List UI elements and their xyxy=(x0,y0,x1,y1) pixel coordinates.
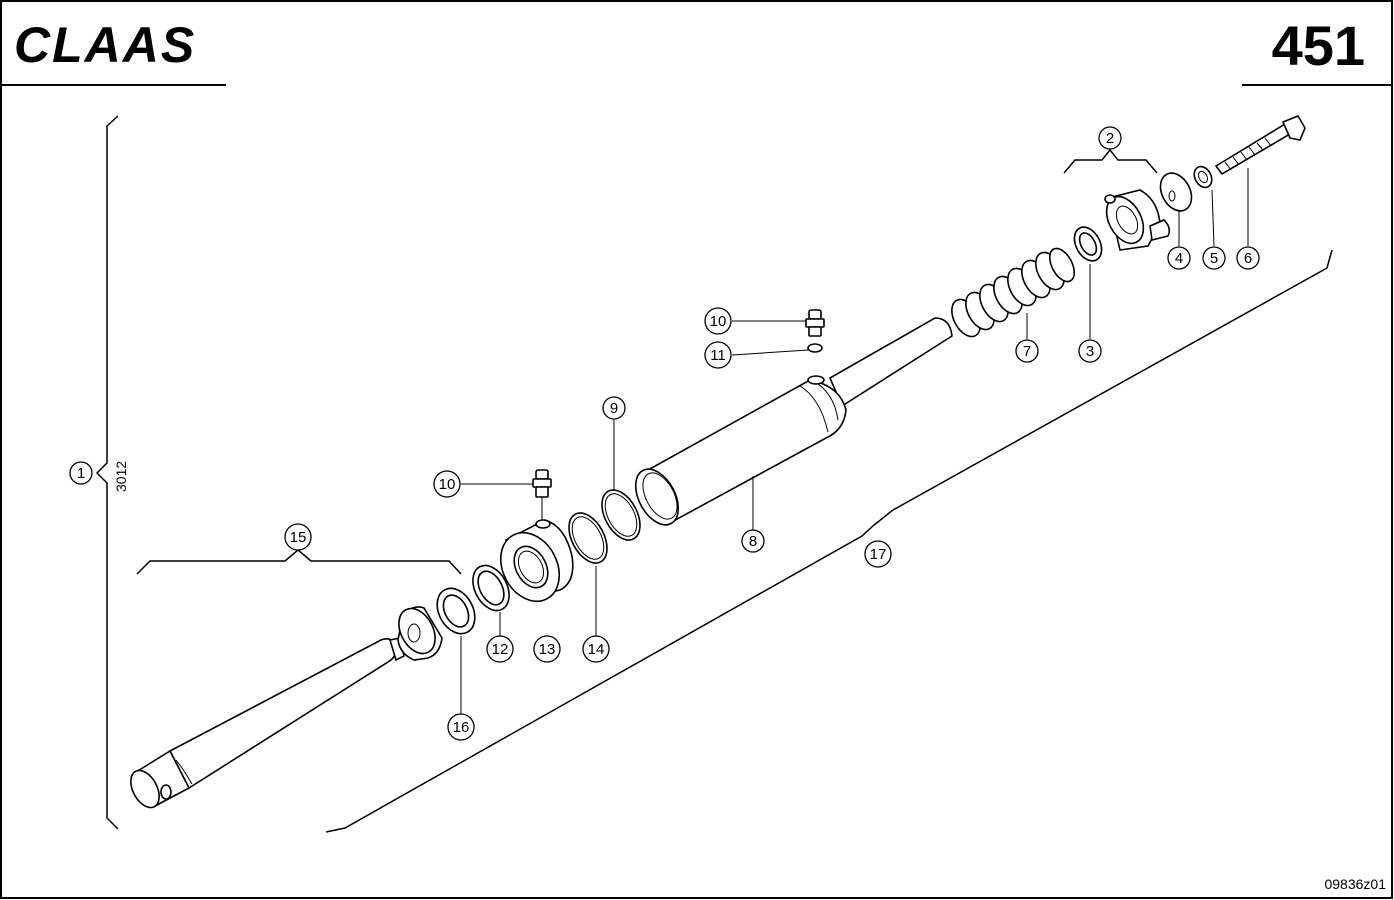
callout-12: 12 xyxy=(486,635,514,663)
callout-15: 15 xyxy=(284,523,312,551)
page-number: 451 xyxy=(1272,14,1365,77)
washer-5 xyxy=(1193,165,1213,189)
svg-text:9: 9 xyxy=(610,400,618,417)
bracket-item-2 xyxy=(1063,148,1158,174)
callout-11: 11 xyxy=(704,341,732,369)
callout-10-lower: 10 xyxy=(433,470,461,498)
callout-2: 2 xyxy=(1098,126,1122,150)
callout-14: 14 xyxy=(582,635,610,663)
svg-text:12: 12 xyxy=(492,641,509,658)
bolt-6 xyxy=(1214,115,1306,176)
svg-text:8: 8 xyxy=(749,533,757,550)
callout-10-upper: 10 xyxy=(704,307,732,335)
svg-text:13: 13 xyxy=(539,641,556,658)
cylinder-head-13 xyxy=(499,519,574,603)
o-ring-14 xyxy=(568,512,608,564)
callout-17: 17 xyxy=(864,540,892,568)
bracket-item-15 xyxy=(136,549,462,575)
callout-4: 4 xyxy=(1167,246,1191,270)
piston xyxy=(397,606,443,661)
callout-1: 1 xyxy=(69,461,93,485)
bracket-item-17 xyxy=(325,249,1333,833)
guide-ring-12 xyxy=(472,564,510,612)
svg-text:1: 1 xyxy=(77,465,85,482)
disc-4 xyxy=(1159,172,1193,212)
callout-7: 7 xyxy=(1015,339,1039,363)
eye-bracket-2 xyxy=(1104,189,1171,251)
svg-text:16: 16 xyxy=(453,719,470,736)
grease-nipple-10-upper xyxy=(805,309,825,337)
svg-text:15: 15 xyxy=(290,529,307,546)
svg-text:3: 3 xyxy=(1086,343,1094,360)
svg-text:7: 7 xyxy=(1023,343,1031,360)
callout-3: 3 xyxy=(1078,339,1102,363)
dimension-label: 3012 xyxy=(113,461,129,492)
o-ring-9 xyxy=(601,489,641,541)
callout-8: 8 xyxy=(741,529,765,553)
washer-11 xyxy=(807,343,823,353)
svg-text:14: 14 xyxy=(588,641,605,658)
cylinder-tube-8 xyxy=(634,317,953,526)
callout-16: 16 xyxy=(447,713,475,741)
svg-text:10: 10 xyxy=(439,476,456,493)
svg-text:2: 2 xyxy=(1106,130,1114,147)
svg-text:5: 5 xyxy=(1210,250,1218,267)
callout-5: 5 xyxy=(1202,246,1226,270)
callout-13: 13 xyxy=(533,635,561,663)
drawing-id: 09836z01 xyxy=(1324,876,1386,892)
leader-lines xyxy=(460,168,1249,714)
seal-ring-16 xyxy=(436,587,476,635)
bracket-item-1: 3012 xyxy=(95,115,129,830)
piston-rod xyxy=(130,637,405,809)
ring-3 xyxy=(1073,226,1103,262)
svg-text:6: 6 xyxy=(1244,250,1252,267)
callout-6: 6 xyxy=(1236,246,1260,270)
svg-text:4: 4 xyxy=(1175,250,1183,267)
grease-nipple-10-lower xyxy=(532,469,552,520)
callout-9: 9 xyxy=(602,396,626,420)
svg-text:10: 10 xyxy=(710,313,727,330)
svg-text:11: 11 xyxy=(710,347,726,364)
spring-7 xyxy=(951,247,1076,338)
brand-logo: CLAAS xyxy=(14,17,196,73)
svg-text:17: 17 xyxy=(870,546,887,563)
